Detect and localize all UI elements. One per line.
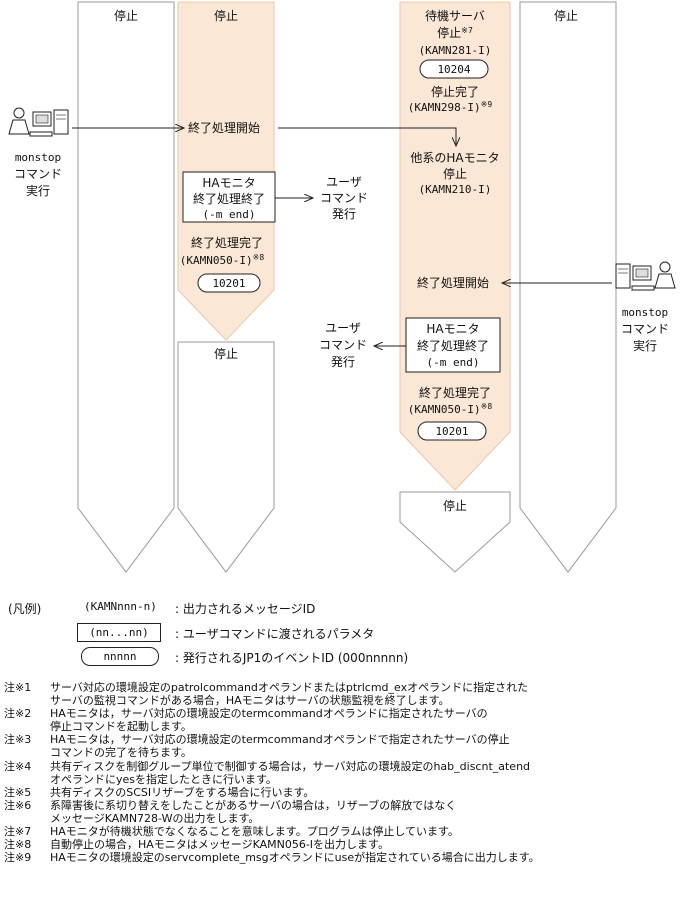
note-item: 注※6 系障害後に系切り替えをしたことがあるサーバの場合は，リザーブの解放ではなく… (4, 799, 682, 825)
standby-user-cmd-line3: 発行 (331, 355, 355, 369)
standby-ha-box-line3: (-m end) (427, 356, 480, 369)
standby-stop-complete: 停止完了 (431, 84, 479, 99)
note-text: HAモニタの環境設定のservcomplete_msgオペランドにuseが指定さ… (50, 851, 540, 865)
note-label: 注※2 (4, 707, 32, 721)
note-item: 注※8 自動停止の場合，HAモニタはメッセージKAMN056-Iを出力します。 (4, 838, 682, 851)
note-label: 注※7 (4, 825, 32, 839)
standby-start-process: 終了処理開始 (417, 275, 489, 290)
flow-diagram: 停止 停止 停止 停止 停止 monstop コマンド 実行 monstop コ… (8, 1, 676, 573)
note-label: 注※9 (4, 851, 32, 865)
note-label: 注※5 (4, 785, 32, 799)
note-text: 自動停止の場合，HAモニタはメッセージKAMN056-Iを出力します。 (50, 838, 389, 852)
left-operator-line1: monstop (15, 151, 61, 164)
operator-computer-icon (8, 107, 69, 137)
active-complete: 終了処理完了 (191, 235, 263, 250)
active-complete-msg: (KAMN050-I)※8 (180, 253, 265, 267)
standby-user-cmd-line1: ユーザ (325, 321, 361, 335)
standby-other-ha-line1: 他系のHAモニタ (410, 151, 499, 165)
arrow-to-standby (278, 127, 456, 146)
legend: (凡例) (KAMNnnn-n) : 出力されるメッセージID (nn...nn… (0, 598, 684, 668)
standby-ha-box-line1: HAモニタ (426, 322, 479, 336)
lane2-top-label: 停止 (214, 8, 238, 23)
standby-other-ha-msg: (KAMN210-I) (419, 183, 492, 196)
note-text: HAモニタが待機状態でなくなることを意味します。プログラムは停止しています。 (50, 825, 459, 839)
legend-param-symbol: (nn...nn) (77, 623, 161, 642)
lane4-top-label: 停止 (554, 8, 578, 23)
lane3-bottom-label: 停止 (443, 498, 467, 513)
active-ha-end-box (182, 171, 276, 223)
lane-active-stopped (177, 341, 275, 573)
active-ha-box-line3: (-m end) (203, 208, 256, 221)
note-item: 注※2 HAモニタは，サーバ対応の環境設定のtermcommandオペランドに指定… (4, 707, 682, 733)
lane-standby-stopped (399, 491, 511, 573)
legend-row-message: (凡例) (KAMNnnn-n) : 出力されるメッセージID (0, 598, 684, 620)
active-ha-box-line2: 終了処理終了 (193, 191, 265, 206)
notes-list: 注※1 サーバ対応の環境設定のpatrolcommandオペランドまたはptrlc… (4, 681, 682, 864)
note-item: 注※7 HAモニタが待機状態でなくなることを意味します。プログラムは停止しています… (4, 825, 682, 838)
standby-complete-msg: (KAMN050-I)※8 (408, 402, 493, 416)
standby-complete-event-id: 10201 (435, 425, 468, 438)
note-item: 注※1 サーバ対応の環境設定のpatrolcommandオペランドまたはptrlc… (4, 681, 682, 707)
standby-event-id: 10204 (437, 63, 470, 76)
standby-ha-end-box (405, 317, 501, 373)
note-label: 注※6 (4, 798, 32, 812)
standby-other-ha-line2: 停止 (443, 166, 467, 181)
lane-server1-stopped (77, 1, 175, 573)
active-ha-box-line1: HAモニタ (202, 176, 255, 190)
active-user-cmd-line1: ユーザ (326, 175, 362, 189)
standby-line2: 停止※7 (437, 25, 473, 40)
standby-complete-event-badge (417, 421, 487, 441)
note-text: 系障害後に系切り替えをしたことがあるサーバの場合は，リザーブの解放ではなく メッ… (50, 798, 457, 825)
active-event-id: 10201 (212, 277, 245, 290)
standby-msg: (KAMN281-I) (419, 44, 492, 57)
note-label: 注※1 (4, 681, 32, 694)
lane-active-running (177, 1, 275, 341)
lane1-top-label: 停止 (114, 8, 138, 23)
standby-user-cmd-line2: コマンド (319, 338, 367, 352)
legend-param-desc: : ユーザコマンドに渡されるパラメタ (175, 627, 375, 641)
note-item: 注※3 HAモニタは，サーバ対応の環境設定のtermcommandオペランドで指定… (4, 733, 682, 759)
active-user-cmd-line3: 発行 (332, 207, 356, 221)
note-label: 注※8 (4, 838, 32, 852)
legend-row-param: (nn...nn) : ユーザコマンドに渡されるパラメタ (0, 623, 684, 645)
note-text: 共有ディスクを制御グループ単位で制御する場合は，サーバ対応の環境設定のhab_d… (50, 759, 531, 786)
note-text: HAモニタは，サーバ対応の環境設定のtermcommandオペランドで指定された… (50, 733, 510, 760)
legend-event-symbol: nnnnn (81, 647, 159, 666)
lane-server4-stopped (519, 1, 617, 573)
left-operator-line2: コマンド (14, 167, 62, 181)
operator-computer-icon (615, 261, 676, 291)
standby-line1: 待機サーバ (425, 8, 485, 23)
note-text: HAモニタは，サーバ対応の環境設定のtermcommandオペランドに指定された… (50, 707, 488, 734)
note-label: 注※3 (4, 733, 32, 747)
active-user-cmd-line2: コマンド (320, 191, 368, 205)
note-text: 共有ディスクのSCSIリザーブをする場合に行います。 (50, 785, 315, 799)
standby-stop-msg: (KAMN298-I)※9 (408, 100, 493, 114)
lane3-top-label: 停止 (214, 346, 238, 361)
legend-event-desc: : 発行されるJP1のイベントID (000nnnnn) (175, 651, 409, 665)
active-event-badge (197, 273, 261, 293)
legend-label: (凡例) (8, 602, 42, 616)
right-operator-line3: 実行 (633, 338, 657, 353)
legend-msg-symbol: (KAMNnnn-n) (84, 600, 157, 613)
right-operator-line2: コマンド (621, 322, 669, 336)
right-operator-line1: monstop (622, 306, 668, 319)
standby-event-badge (419, 59, 489, 79)
note-item: 注※9 HAモニタの環境設定のservcomplete_msgオペランドにuseが… (4, 851, 682, 864)
note-item: 注※5 共有ディスクのSCSIリザーブをする場合に行います。 (4, 786, 682, 799)
left-operator-line3: 実行 (26, 183, 50, 198)
standby-ha-box-line2: 終了処理終了 (417, 338, 489, 353)
note-text: サーバ対応の環境設定のpatrolcommandオペランドまたはptrlcmd_… (50, 681, 529, 708)
active-start-process: 終了処理開始 (188, 120, 260, 135)
standby-complete: 終了処理完了 (419, 385, 491, 400)
note-item: 注※4 共有ディスクを制御グループ単位で制御する場合は，サーバ対応の環境設定のha… (4, 760, 682, 786)
legend-row-event: nnnnn : 発行されるJP1のイベントID (000nnnnn) (0, 647, 684, 669)
note-label: 注※4 (4, 759, 32, 773)
legend-msg-desc: : 出力されるメッセージID (175, 602, 316, 616)
